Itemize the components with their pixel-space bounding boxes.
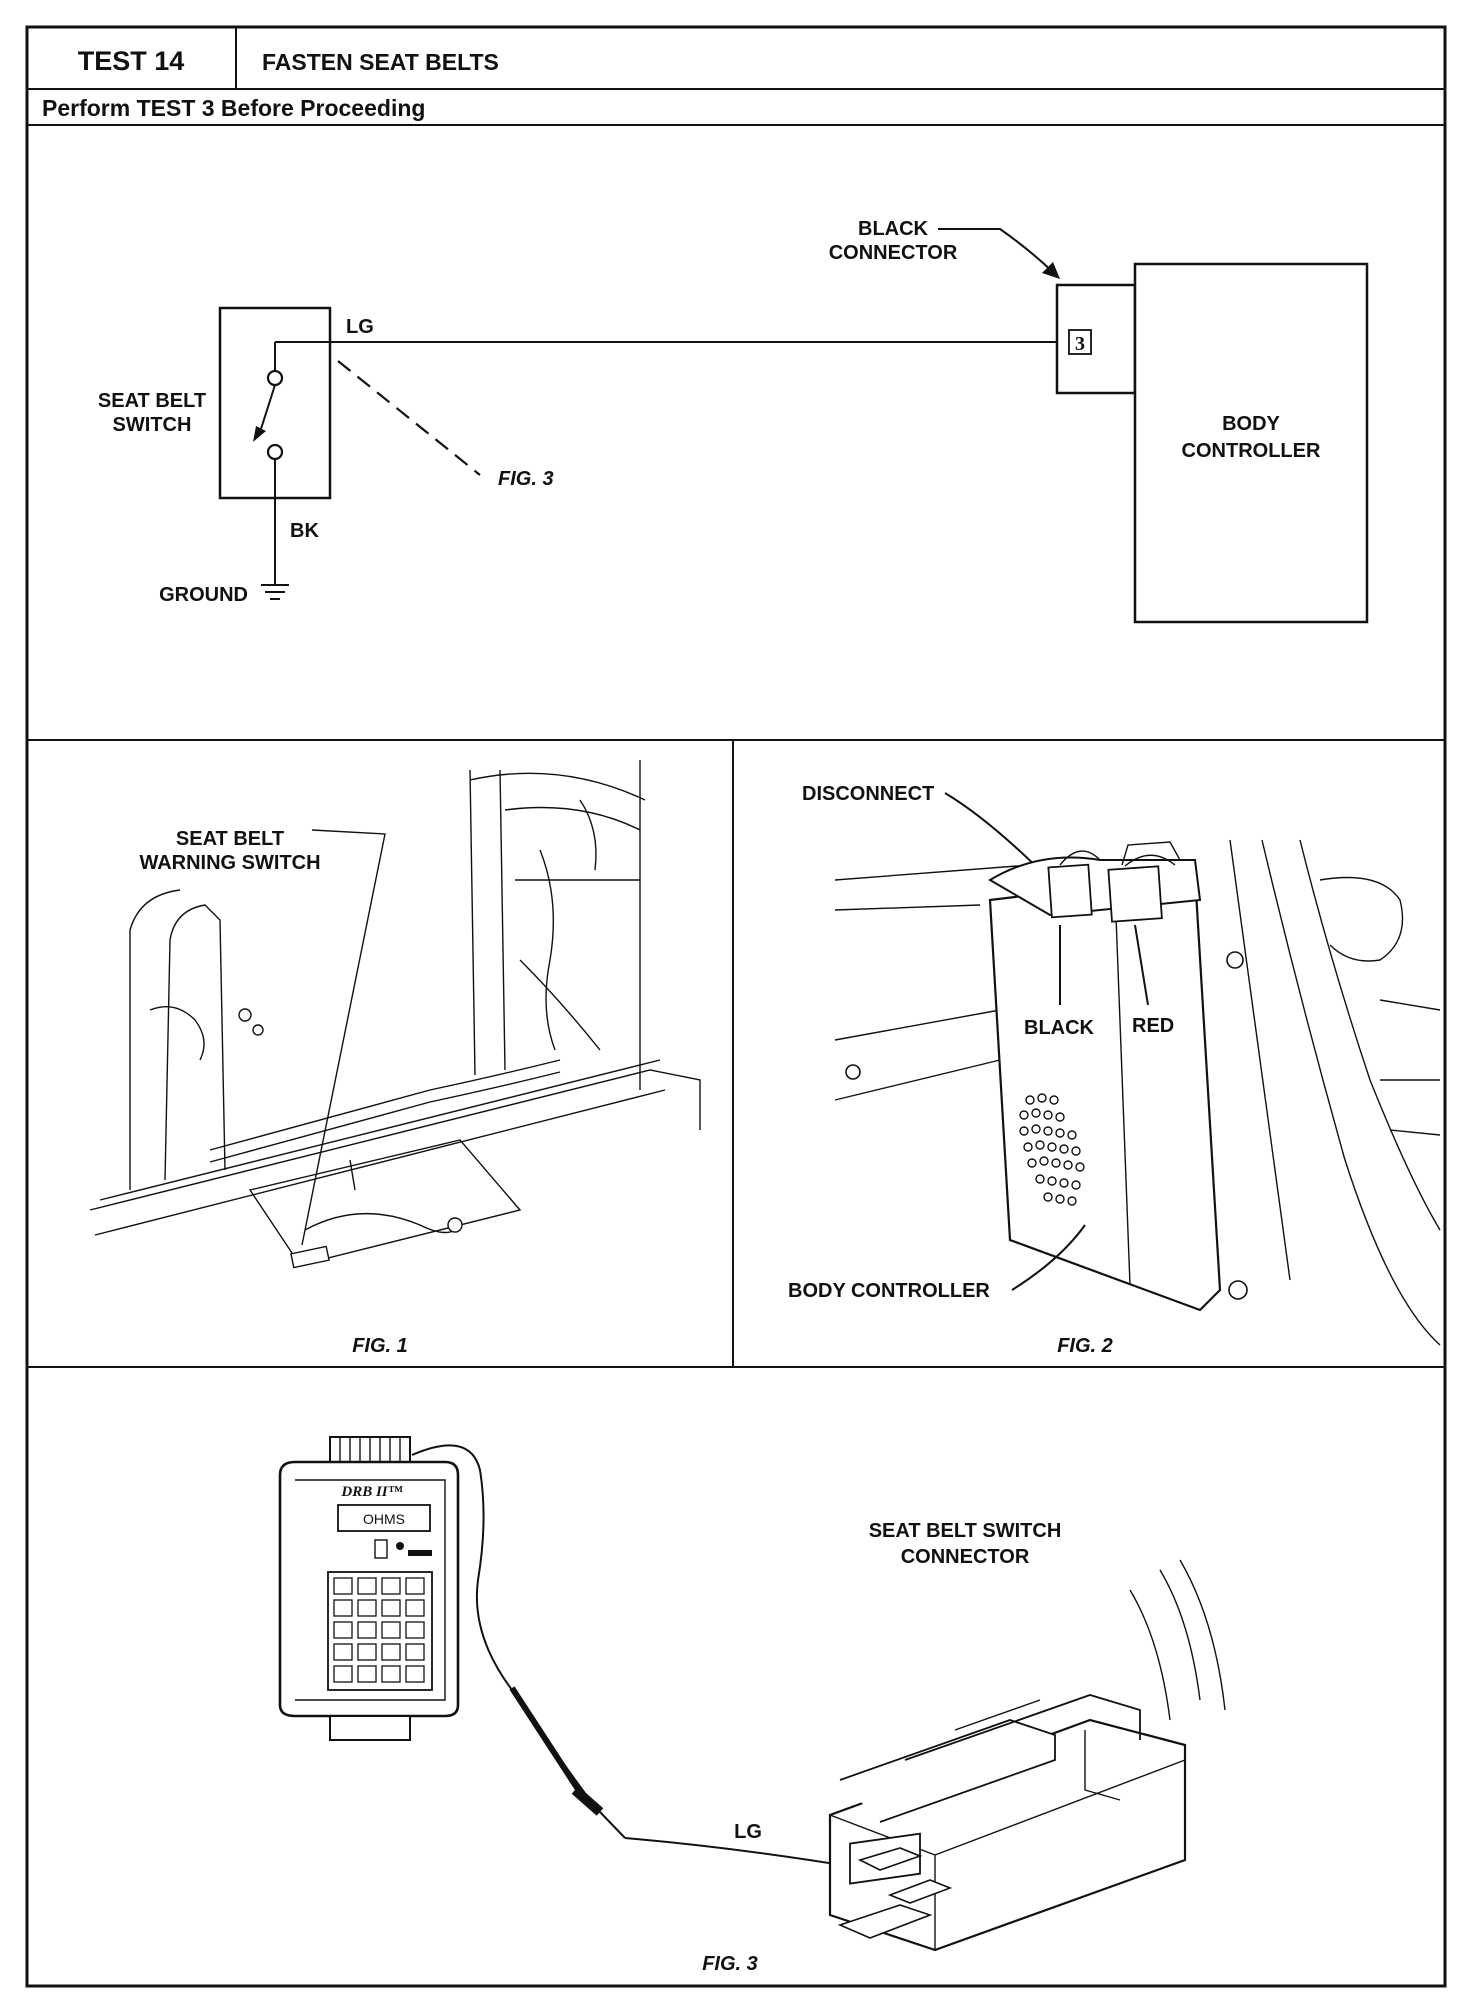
test-probe [571, 1786, 604, 1816]
wiring-schematic: SEAT BELT SWITCH LG FIG. 3 BK GROUND 3 B… [98, 218, 1369, 624]
body-controller-box [1133, 262, 1369, 624]
fig2-body-controller [988, 841, 1248, 1312]
controller-label-line2: CONTROLLER [1182, 440, 1321, 462]
red-leader [1134, 924, 1149, 1006]
body-controller-leader [1011, 1224, 1086, 1291]
controller-label-line1: BODY [1222, 413, 1280, 435]
fig2-red-label: RED [1132, 1015, 1174, 1037]
test-title: FASTEN SEAT BELTS [262, 49, 499, 75]
fig3-reference: FIG. 3 [498, 468, 554, 490]
fig3-wire-label: LG [734, 1821, 762, 1843]
fig3-ohms-test: DRB II™ OHMS LG SEAT BELT SWITCH CONNECT… [278, 1436, 1226, 1975]
switch-label-line1: SEAT BELT [98, 390, 206, 412]
header: TEST 14 FASTEN SEAT BELTS Perform TEST 3… [27, 27, 1445, 126]
pin-3-box [1068, 329, 1092, 355]
test-number: TEST 14 [78, 46, 185, 76]
fig2-caption: FIG. 2 [1057, 1335, 1113, 1357]
switch-contact-bottom [266, 443, 284, 461]
tester-brand: DRB II™ [340, 1484, 402, 1500]
fig2-disconnect-label: DISCONNECT [802, 783, 934, 805]
fig1-leader-line [301, 829, 386, 1246]
wire-label-lg: LG [346, 316, 374, 338]
vehicle-floor-illustration [89, 760, 701, 1269]
connector-label-line1: BLACK [858, 218, 929, 240]
fig1-caption: FIG. 1 [352, 1335, 408, 1357]
fig3-connector-label-line1: SEAT BELT SWITCH [869, 1520, 1062, 1542]
pin-number: 3 [1075, 333, 1085, 355]
fig1-seat-belt-switch-location: SEAT BELT WARNING SWITCH [89, 760, 701, 1357]
fig3-callout-line [337, 360, 481, 476]
prerequisite-note: Perform TEST 3 Before Proceeding [42, 95, 425, 121]
wire-label-bk: BK [290, 520, 319, 542]
ground-label: GROUND [159, 584, 248, 606]
ground-symbol [261, 584, 289, 600]
fig3-connector-label-line2: CONNECTOR [901, 1546, 1030, 1568]
connector-label-line2: CONNECTOR [829, 242, 958, 264]
vent-holes [1019, 1093, 1085, 1206]
fig2-body-controller-location: DISCONNECT [788, 783, 1441, 1357]
page-frame [25, 25, 1447, 1988]
fig1-label-line1: SEAT BELT [176, 828, 284, 850]
seat-belt-switch-connector [828, 1559, 1226, 1952]
tester-display [337, 1504, 431, 1532]
fig3-caption: FIG. 3 [702, 1953, 758, 1975]
fig1-label-line2: WARNING SWITCH [139, 852, 320, 874]
drb-ii-tester: DRB II™ OHMS [278, 1436, 460, 1741]
switch-contact-top [266, 369, 284, 387]
tester-display-text: OHMS [363, 1511, 405, 1527]
switch-label-line2: SWITCH [113, 414, 192, 436]
fig2-black-label: BLACK [1024, 1017, 1095, 1039]
fig2-body-controller-label: BODY CONTROLLER [788, 1280, 990, 1302]
